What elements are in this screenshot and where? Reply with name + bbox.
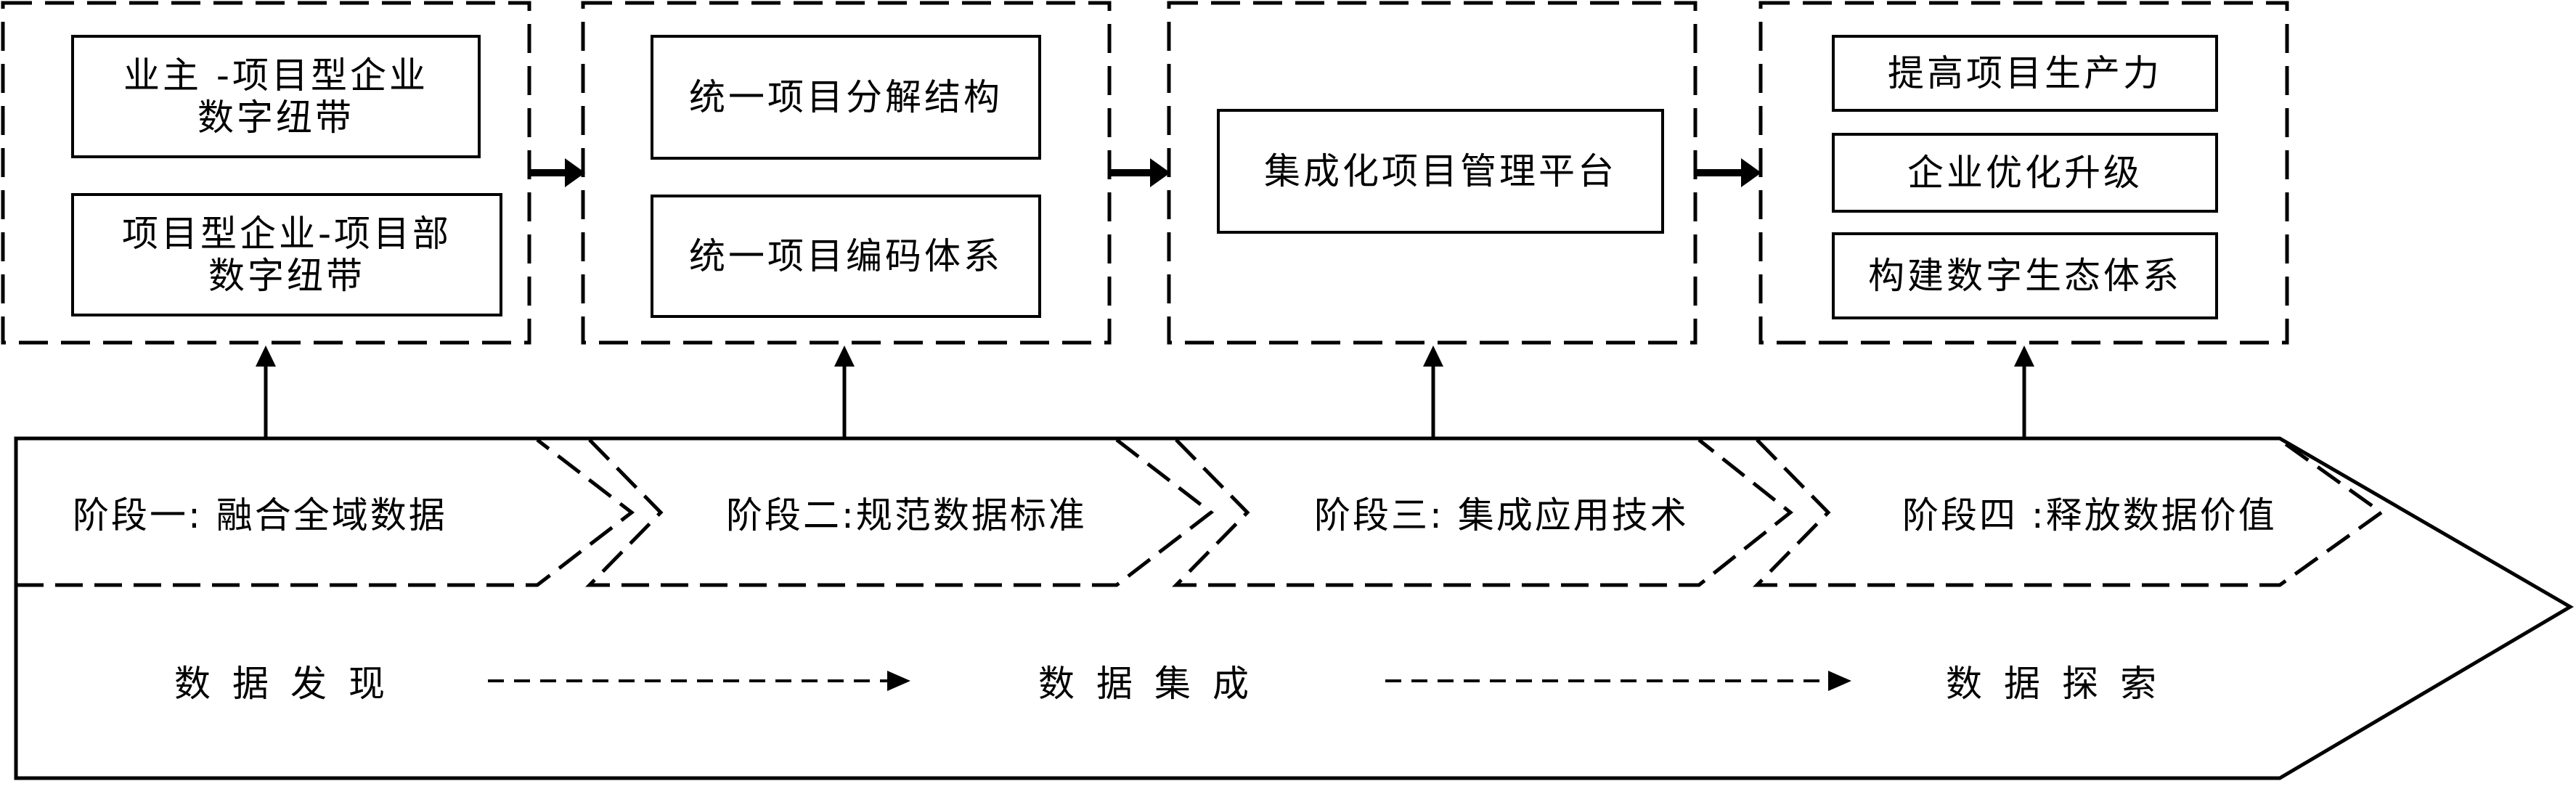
stage-chevron-1 — [16, 438, 635, 587]
arrow-group1-to-group2 — [531, 158, 585, 187]
up-arrow-2 — [834, 346, 855, 438]
flow-label-exploration: 数据探索 — [1946, 663, 2178, 705]
big-process-arrow — [14, 436, 2574, 780]
arrow-group3-to-group4 — [1697, 158, 1761, 187]
group-1-dashed-frame — [1, 1, 531, 345]
box-enterprise-upgrade-text: 企业优化升级 — [1907, 152, 2143, 194]
stage-2-label: 阶段二:规范数据标准 — [726, 494, 1087, 536]
box-integrated-platform-text: 集成化项目管理平台 — [1264, 150, 1617, 192]
owner-enterprise-line1: 业主 -项目型企业 — [123, 54, 428, 97]
flow-label-integration: 数据集成 — [1038, 663, 1271, 705]
box-integrated-platform — [1217, 109, 1664, 234]
box-unified-wbs-text: 统一项目分解结构 — [689, 76, 1003, 118]
up-arrow-3 — [1423, 346, 1443, 438]
box-productivity-text: 提高项目生产力 — [1888, 52, 2162, 94]
box-enterprise-upgrade — [1832, 133, 2218, 213]
box-enterprise-dept-link-text: 项目型企业-项目部 数字纽带 — [73, 195, 501, 315]
stage-4-label: 阶段四 :释放数据价值 — [1902, 494, 2277, 536]
box-digital-ecosystem — [1832, 232, 2218, 319]
stage-chevron-3 — [1172, 438, 1794, 587]
box-owner-enterprise-link — [71, 35, 481, 158]
owner-enterprise-line2: 数字纽带 — [197, 97, 354, 139]
stage-chevron-2 — [585, 438, 1215, 587]
flow-label-discovery: 数据发现 — [174, 663, 407, 705]
enterprise-dept-line2: 数字纽带 — [208, 255, 365, 297]
box-unified-coding — [651, 195, 1041, 318]
stage-chevron-4 — [1753, 438, 2385, 587]
stage-1-label: 阶段一: 融合全域数据 — [73, 494, 447, 536]
box-enterprise-dept-link — [71, 193, 502, 316]
up-arrow-1 — [256, 346, 276, 438]
box-owner-enterprise-link-text: 业主 -项目型企业 数字纽带 — [73, 36, 479, 157]
box-unified-wbs — [651, 35, 1041, 160]
stage-3-label: 阶段三: 集成应用技术 — [1314, 494, 1689, 536]
box-productivity — [1832, 35, 2218, 112]
up-arrow-4 — [2014, 346, 2034, 438]
box-digital-ecosystem-text: 构建数字生态体系 — [1868, 255, 2182, 297]
arrow-group2-to-group3 — [1111, 158, 1170, 187]
enterprise-dept-line1: 项目型企业-项目部 — [121, 213, 452, 255]
box-unified-coding-text: 统一项目编码体系 — [689, 235, 1003, 277]
flow-arrow-1 — [488, 671, 910, 691]
flow-arrow-2 — [1385, 671, 1851, 691]
